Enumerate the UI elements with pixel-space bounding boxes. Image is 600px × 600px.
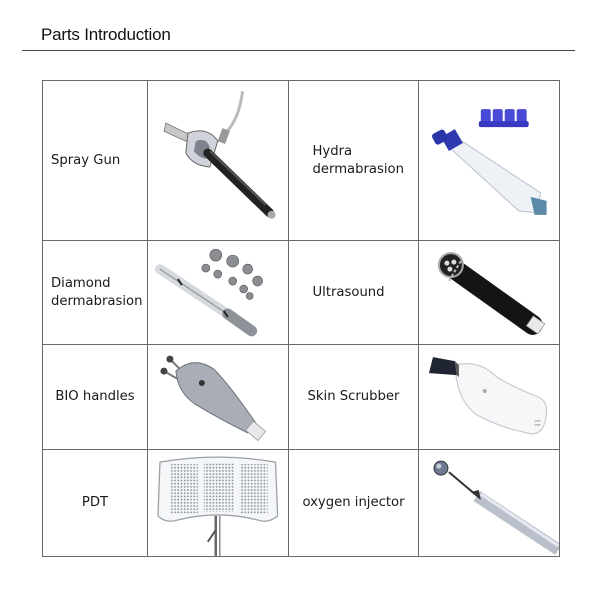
ultrasound-handle-image	[418, 240, 560, 345]
pdt-led-panel-image	[146, 449, 289, 557]
bio-handle-image	[146, 344, 289, 450]
spray-gun-image	[146, 80, 289, 241]
section-title: Parts Introduction	[41, 25, 171, 44]
diamond-dermabrasion-wand-image	[146, 240, 289, 345]
skin-scrubber-image	[418, 344, 560, 450]
oxygen-injector-image	[418, 449, 560, 557]
table-row: BIO handles Skin Scrubber	[42, 344, 560, 450]
title-divider	[22, 50, 575, 51]
part-label-bio-handles: BIO handles	[42, 344, 148, 450]
part-label-pdt: PDT	[42, 449, 148, 557]
part-label-skin-scrubber: Skin Scrubber	[287, 344, 420, 450]
hydra-dermabrasion-handle-image	[418, 80, 560, 241]
part-label-oxygen-injector: oxygen injector	[287, 449, 420, 557]
part-label-spray-gun: Spray Gun	[42, 80, 148, 241]
table-row: PDT oxygen inj	[42, 449, 560, 557]
part-label-ultrasound: Ultrasound	[287, 240, 420, 345]
